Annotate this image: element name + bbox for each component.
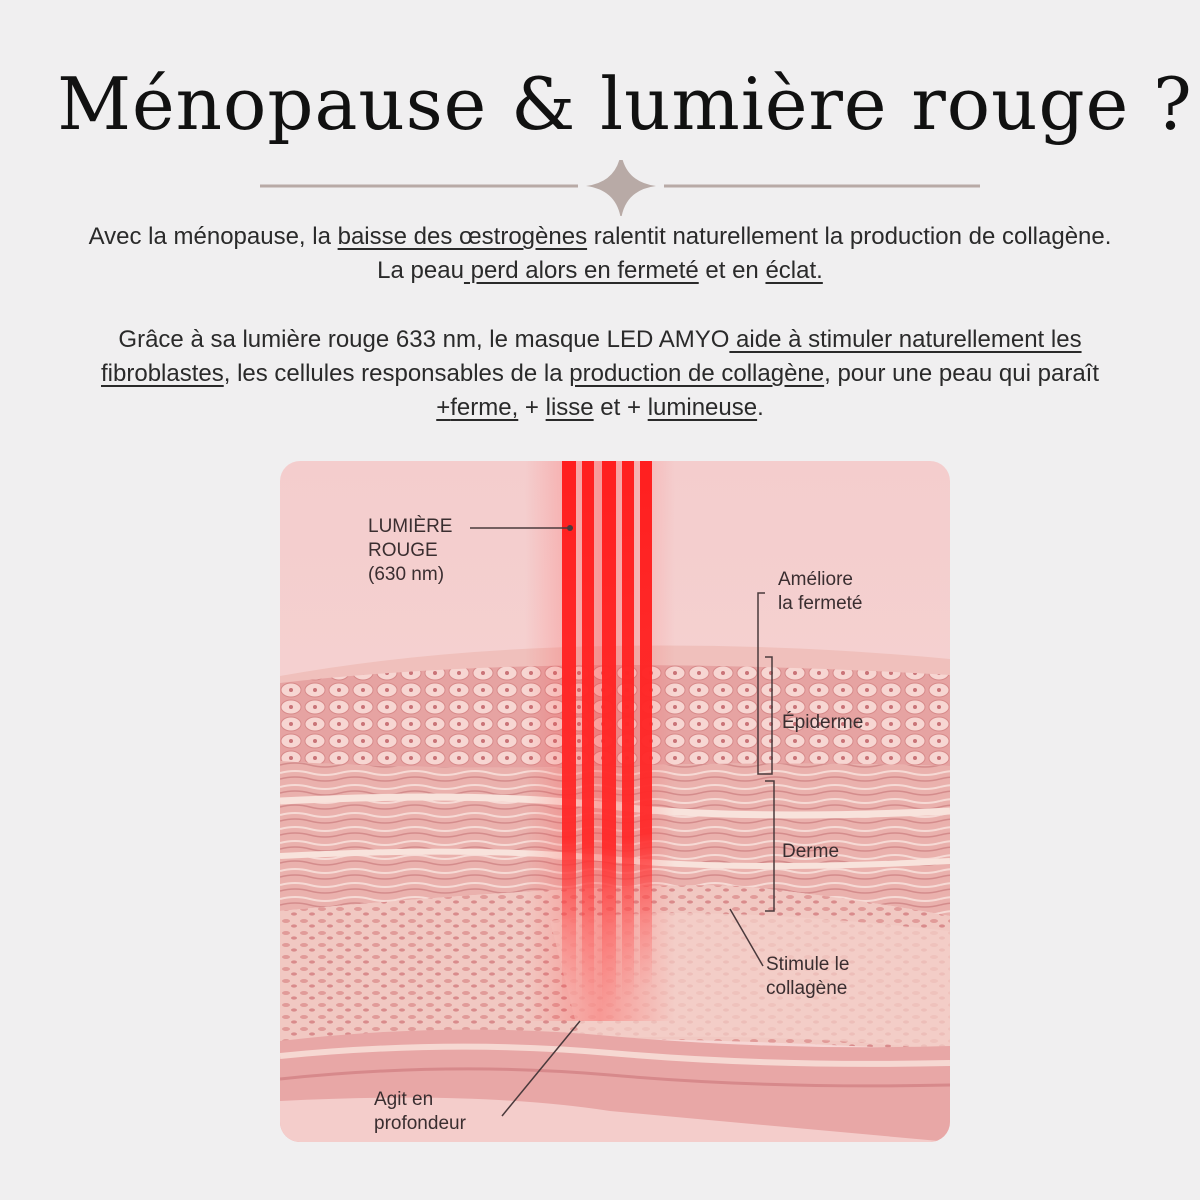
intro-paragraph-led-mask: Grâce à sa lumière rouge 633 nm, le masq… <box>101 326 1099 421</box>
skin-layers-diagram <box>280 461 950 1142</box>
four-point-star-icon <box>586 160 656 216</box>
red-light-beams <box>562 461 652 1011</box>
title-divider <box>260 160 980 216</box>
skin-illustration: LUMIÈRE ROUGE (630 nm) Améliore la ferme… <box>280 461 950 1142</box>
label-dermis: Derme <box>782 841 840 862</box>
intro-paragraph-menopause: Avec la ménopause, la baisse des œstrogè… <box>88 223 1112 284</box>
page-title: Ménopause & lumière rouge ? <box>57 62 1193 146</box>
label-firmness: Améliore la fermeté <box>778 569 863 614</box>
label-depth: Agit en profondeur <box>374 1089 466 1134</box>
label-collagen: Stimule le collagène <box>766 954 850 999</box>
label-epidermis: Épiderme <box>782 712 864 733</box>
label-red-light: LUMIÈRE ROUGE (630 nm) <box>368 516 453 585</box>
